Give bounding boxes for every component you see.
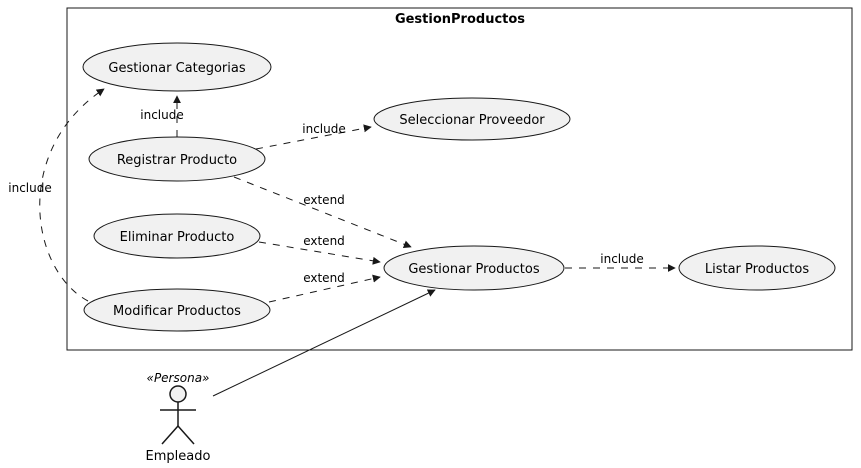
usecase-ellipse <box>82 42 272 92</box>
usecase-ellipse <box>373 97 571 141</box>
usecase-ellipse <box>93 213 261 259</box>
edge-include-gestionar-listar: include <box>565 252 676 272</box>
edge-include-modificar-categorias: include <box>8 88 105 302</box>
usecase-label: Listar Productos <box>705 262 809 277</box>
system-boundary: GestionProductos <box>66 7 853 351</box>
usecase-modificar-productos: Modificar Productos <box>83 288 271 332</box>
usecase-ellipse <box>678 245 836 291</box>
usecase-label: Modificar Productos <box>113 304 241 319</box>
edge-extend-registrar-gestionar: extend <box>233 176 412 249</box>
system-boundary-title: GestionProductos <box>395 12 525 27</box>
usecase-gestionar-productos: Gestionar Productos <box>383 245 565 291</box>
edge-line <box>258 241 381 265</box>
usecase-label: Gestionar Categorias <box>108 61 245 76</box>
edge-label: include <box>302 122 345 136</box>
edge-line <box>233 176 412 249</box>
edge-label: extend <box>303 271 345 285</box>
actor-empleado: «Persona» Empleado <box>146 371 211 464</box>
usecase-label: Eliminar Producto <box>120 230 235 245</box>
usecase-label: Gestionar Productos <box>408 262 540 277</box>
actor-left-leg-icon <box>161 425 179 445</box>
usecase-label: Seleccionar Proveedor <box>399 113 545 128</box>
usecase-seleccionar-proveedor: Seleccionar Proveedor <box>373 97 571 141</box>
system-boundary-rect <box>66 7 853 351</box>
usecase-listar-productos: Listar Productos <box>678 245 836 291</box>
usecase-ellipse <box>83 288 271 332</box>
edge-actor-gestionar <box>212 289 436 397</box>
actor-right-leg-icon <box>177 425 195 445</box>
edge-include-registrar-proveedor: include <box>255 122 372 150</box>
edge-label: extend <box>303 234 345 248</box>
edge-label: extend <box>303 193 345 207</box>
usecase-registrar-producto: Registrar Producto <box>88 136 266 182</box>
usecase-label: Registrar Producto <box>117 153 237 168</box>
usecase-gestionar-categorias: Gestionar Categorias <box>82 42 272 92</box>
edge-line <box>268 274 381 303</box>
edge-include-registrar-categorias: include <box>140 95 184 137</box>
edge-label: include <box>600 252 643 266</box>
usecases-layer: Gestionar Categorias Seleccionar Proveed… <box>82 42 836 332</box>
edges-layer: include include extend extend extend <box>8 88 676 397</box>
usecase-ellipse <box>383 245 565 291</box>
actor-label: Empleado <box>146 449 211 464</box>
actor-head-icon <box>169 385 187 403</box>
actor-stereotype: «Persona» <box>147 371 210 385</box>
edge-extend-modificar-gestionar: extend <box>268 271 381 303</box>
edge-line <box>39 88 105 302</box>
edge-extend-eliminar-gestionar: extend <box>258 234 381 265</box>
usecase-ellipse <box>88 136 266 182</box>
edge-label: include <box>8 181 51 195</box>
edge-line <box>212 289 436 397</box>
usecase-eliminar-producto: Eliminar Producto <box>93 213 261 259</box>
edge-label: include <box>140 108 183 122</box>
edge-line <box>255 124 372 150</box>
